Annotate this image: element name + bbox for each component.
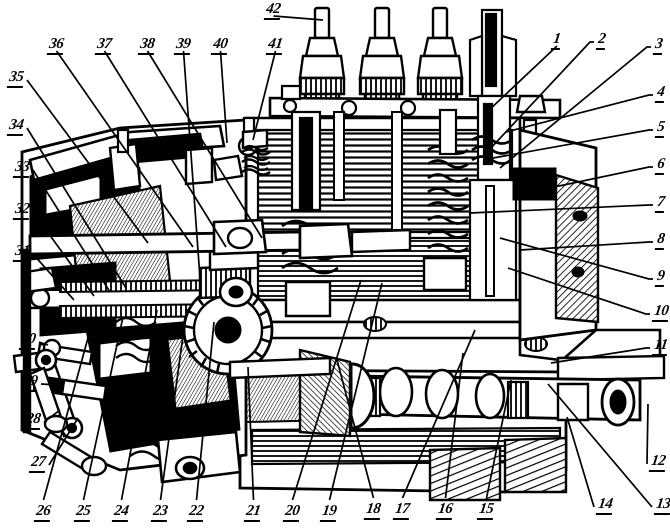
leader-line-11	[550, 347, 650, 364]
fuel-gallery-pipes	[22, 111, 403, 434]
leader-line-38	[146, 50, 263, 239]
callout-32: 32	[12, 201, 32, 220]
leader-line-29	[40, 383, 59, 386]
callout-26: 26	[33, 503, 53, 522]
leader-line-36	[55, 50, 194, 248]
leader-line-20	[291, 279, 362, 501]
leader-line-35	[26, 79, 149, 244]
leader-line-42	[273, 15, 324, 21]
callout-20: 20	[282, 503, 302, 522]
leader-line-3	[499, 46, 651, 169]
callout-37: 37	[94, 36, 114, 55]
leader-line-19	[328, 282, 383, 501]
callout-16: 16	[435, 501, 455, 520]
leader-line-41	[252, 50, 277, 141]
callout-31: 31	[12, 243, 32, 262]
leader-line-17	[401, 329, 476, 499]
leader-line-8	[519, 241, 653, 251]
callout-36: 36	[46, 36, 66, 55]
leader-line-31	[32, 253, 75, 301]
leader-line-12	[646, 403, 649, 465]
tappet-guide	[438, 108, 458, 156]
leader-line-24	[120, 309, 158, 501]
callout-42: 42	[263, 1, 283, 20]
leader-line-13	[547, 383, 653, 508]
leader-line-21	[247, 366, 255, 501]
leader-line-23	[159, 313, 187, 501]
leader-line-2	[488, 41, 594, 151]
control-rack-rod	[28, 218, 412, 260]
leader-line-27	[48, 417, 79, 466]
leader-line-10	[507, 267, 650, 315]
leader-line-40	[219, 50, 228, 144]
leader-line-25	[82, 316, 124, 501]
callout-11: 11	[651, 337, 670, 356]
leader-line-34	[26, 127, 127, 289]
bleed-screw	[241, 128, 269, 172]
callout-15: 15	[476, 501, 496, 520]
callout-30: 30	[18, 331, 38, 350]
leader-line-28	[43, 409, 61, 423]
callout-39: 39	[173, 36, 193, 55]
callout-34: 34	[6, 117, 26, 136]
leader-line-39	[182, 50, 201, 279]
callout-23: 23	[150, 503, 170, 522]
callout-28: 28	[23, 411, 43, 430]
callout-21: 21	[243, 503, 263, 522]
callout-40: 40	[210, 36, 230, 55]
leader-line-5	[492, 129, 653, 159]
callout-18: 18	[363, 501, 383, 520]
callout-41: 41	[265, 36, 285, 55]
leader-line-14	[566, 416, 595, 508]
callout-12: 12	[648, 453, 668, 472]
leader-line-30	[38, 341, 49, 346]
callout-25: 25	[73, 503, 93, 522]
callout-leader-lines	[26, 15, 653, 508]
leader-line-1	[486, 45, 558, 113]
leader-line-37	[103, 50, 227, 248]
mounting-foot	[156, 430, 242, 484]
callout-29: 29	[20, 373, 40, 392]
leader-line-32	[32, 211, 95, 297]
callout-10: 10	[651, 303, 670, 322]
leader-line-22	[195, 321, 215, 501]
leader-line-4	[505, 94, 653, 133]
leader-line-26	[42, 326, 92, 501]
callout-14: 14	[595, 496, 615, 515]
leader-line-6	[539, 166, 653, 191]
callout-27: 27	[28, 454, 48, 473]
callout-19: 19	[319, 503, 339, 522]
leader-line-15	[485, 379, 512, 499]
leader-line-33	[32, 169, 111, 293]
callout-13: 13	[653, 496, 670, 515]
leader-line-16	[444, 352, 464, 499]
callout-17: 17	[392, 501, 412, 520]
roller-tappet	[422, 256, 468, 292]
callout-22: 22	[186, 503, 206, 522]
callout-35: 35	[6, 69, 26, 88]
callout-33: 33	[12, 159, 32, 178]
callout-38: 38	[137, 36, 157, 55]
leader-line-18	[336, 359, 375, 499]
callout-24: 24	[111, 503, 131, 522]
stop-control-lever	[12, 348, 108, 477]
leader-line-9	[499, 237, 653, 280]
leader-line-7	[469, 204, 653, 214]
